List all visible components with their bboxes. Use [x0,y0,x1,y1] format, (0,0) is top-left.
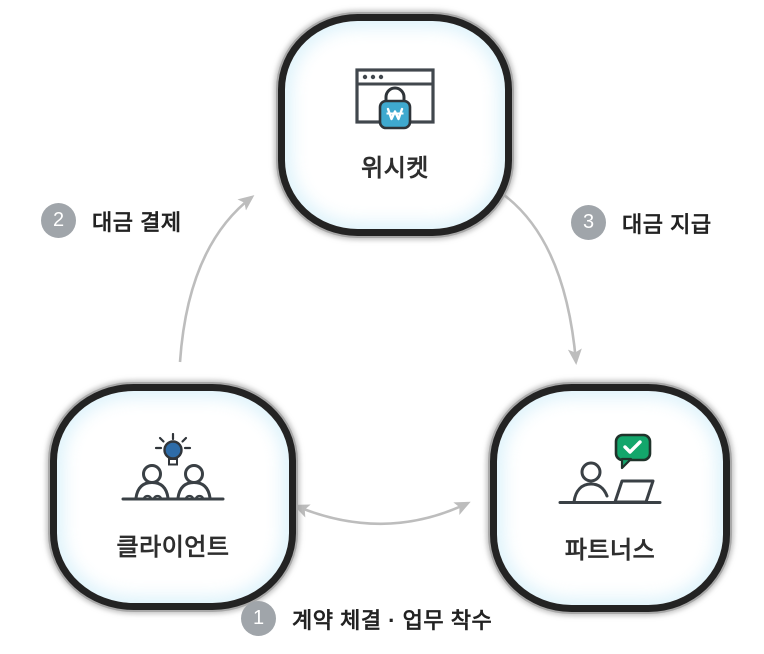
browser-lock-won-icon [355,67,435,129]
step-1-label: 계약 체결 · 업무 착수 [292,607,493,633]
arrow-client-partners-bidirectional [293,501,471,526]
step-3-badge: 3 [571,205,606,240]
node-label-client: 클라이언트 [116,533,230,561]
step-3-label: 대금 지급 [622,211,712,237]
node-label-partners: 파트너스 [564,536,656,564]
step-1-badge: 1 [241,601,276,636]
arrow-client-to-wishket [178,195,255,363]
node-client: 클라이언트 [50,384,296,610]
people-idea-icon [121,432,225,500]
node-label-wishket: 위시켓 [361,154,429,182]
step-2-label: 대금 결제 [92,209,182,235]
step-3-payout: 3 대금 지급 [571,205,712,240]
node-wishket: 위시켓 [278,14,512,236]
node-partners: 파트너스 [490,384,730,612]
step-1-contract: 1 계약 체결 · 업무 착수 [241,601,492,636]
step-2-badge: 2 [41,203,76,238]
person-laptop-check-icon [558,433,662,504]
arrow-wishket-to-partners [496,188,582,365]
step-2-payment: 2 대금 결제 [41,203,182,238]
